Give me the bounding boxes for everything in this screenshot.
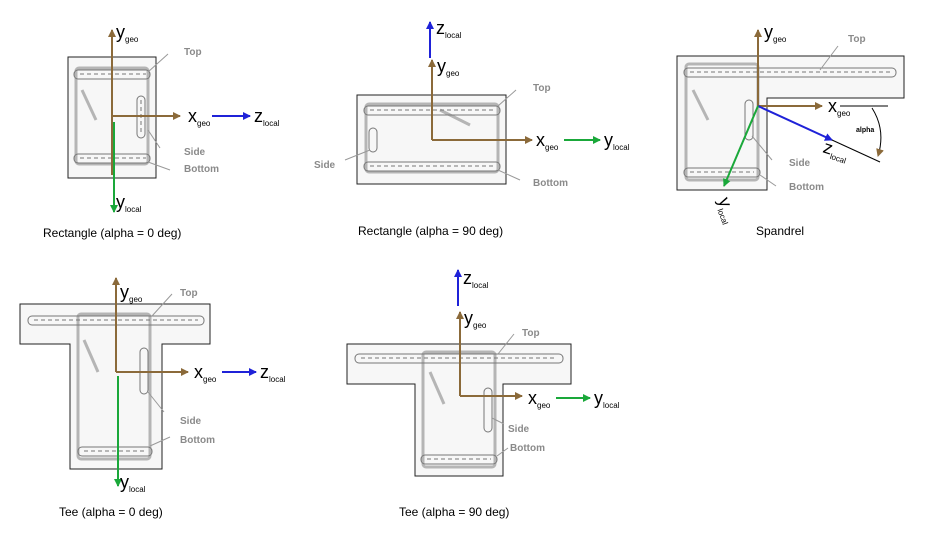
top-label: Top	[522, 328, 540, 339]
side-leader	[751, 135, 773, 161]
caption-tee-0: Tee (alpha = 0 deg)	[59, 505, 163, 519]
y-local-label: ylocal	[116, 192, 142, 214]
top-leader	[151, 293, 173, 317]
caption-rect-90: Rectangle (alpha = 90 deg)	[358, 224, 503, 238]
top-label: Top	[533, 83, 551, 94]
bottom-leader	[759, 174, 777, 187]
side-label: Side	[314, 160, 336, 171]
top-label: Top	[180, 288, 198, 299]
x-geo-label: xgeo	[194, 362, 217, 384]
y-local-label: ylocal	[594, 388, 620, 410]
y-geo-label: ygeo	[464, 308, 487, 330]
z-local-label: zlocal	[436, 18, 462, 40]
tee-90-section: ygeo xgeo zlocal ylocal Top Side Bottom …	[346, 268, 620, 519]
bottom-leader	[497, 169, 521, 181]
caption-tee-90: Tee (alpha = 90 deg)	[399, 505, 509, 519]
bottom-label: Bottom	[180, 435, 215, 446]
rect-0-section: ygeo xgeo zlocal ylocal Top Side Bottom …	[43, 22, 280, 240]
z-local-label: zlocal	[260, 362, 286, 384]
y-local-label: ylocal	[604, 130, 630, 152]
concrete-outline	[676, 55, 905, 191]
alpha-label: alpha	[856, 127, 874, 134]
z-local-label: zlocal	[820, 137, 851, 166]
top-label: Top	[848, 34, 866, 45]
y-geo-label: ygeo	[437, 56, 460, 78]
angle-arc	[871, 107, 884, 157]
svg-text:zlocal: zlocal	[820, 137, 851, 166]
tee-0-section: ygeo xgeo zlocal ylocal Top Side Bottom …	[19, 277, 286, 519]
rebar-cage	[76, 312, 152, 461]
side-leader	[491, 417, 505, 425]
bottom-label: Bottom	[510, 443, 545, 454]
y-geo-label: ygeo	[764, 22, 787, 44]
z-local-arrow	[757, 105, 833, 141]
bottom-bars	[683, 167, 761, 178]
bottom-bars	[420, 454, 498, 465]
side-bars	[483, 387, 493, 433]
top-leader	[147, 53, 169, 73]
top-leader	[819, 45, 839, 71]
bottom-leader	[496, 447, 509, 457]
y-geo-label: ygeo	[120, 282, 143, 304]
side-leader	[344, 149, 371, 161]
concrete-outline	[19, 303, 211, 470]
spandrel-section: ygeo xgeo zlocal ylocal alpha Top Side B…	[676, 22, 905, 238]
side-label: Side	[789, 158, 811, 169]
caption-spandrel: Spandrel	[756, 224, 804, 238]
y-local-label: ylocal	[120, 472, 146, 494]
top-leader	[497, 89, 517, 107]
bottom-label: Bottom	[184, 164, 219, 175]
bottom-label: Bottom	[533, 178, 568, 189]
angle-extension-line	[831, 139, 881, 163]
side-bars	[368, 127, 378, 153]
x-geo-label: xgeo	[188, 106, 211, 128]
bottom-leader	[147, 161, 171, 171]
rect-90-section: ygeo xgeo zlocal ylocal Top Side Bottom …	[314, 18, 630, 238]
x-geo-label: xgeo	[528, 388, 551, 410]
svg-text:ylocal: ylocal	[712, 195, 741, 227]
x-geo-label: xgeo	[828, 96, 851, 118]
top-leader	[497, 333, 515, 355]
y-local-label: ylocal	[712, 195, 741, 227]
top-label: Top	[184, 47, 202, 58]
x-geo-label: xgeo	[536, 130, 559, 152]
side-label: Side	[508, 424, 530, 435]
y-local-arrow	[723, 105, 759, 187]
bottom-bars	[363, 161, 501, 172]
z-local-label: zlocal	[254, 106, 280, 128]
side-label: Side	[184, 147, 206, 158]
concrete-outline	[346, 343, 572, 477]
side-label: Side	[180, 416, 202, 427]
caption-rect-0: Rectangle (alpha = 0 deg)	[43, 226, 181, 240]
side-leader	[147, 391, 165, 413]
top-bars	[683, 67, 897, 78]
bottom-leader	[149, 436, 171, 447]
y-geo-label: ygeo	[116, 22, 139, 44]
rebar-cage	[684, 62, 760, 182]
z-local-label: zlocal	[463, 268, 489, 290]
side-leader	[147, 129, 161, 149]
bottom-label: Bottom	[789, 182, 824, 193]
bottom-bars	[77, 446, 153, 457]
